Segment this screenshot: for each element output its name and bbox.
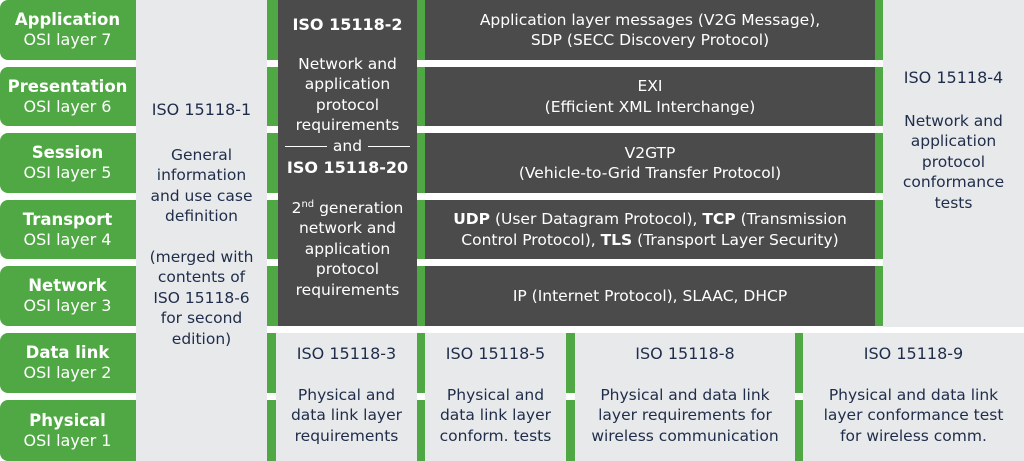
protocol-line: SDP (SECC Discovery Protocol) (530, 31, 770, 49)
note-line: (merged with (149, 247, 254, 266)
box-title: ISO 15118-8 (635, 344, 735, 363)
desc-line: Network and (904, 111, 1003, 130)
desc-line: layer conformance test (823, 406, 1004, 424)
iso-15118-8-box: ISO 15118-8 Physical and data link layer… (575, 333, 795, 461)
udp-desc: (User Datagram Protocol), (490, 210, 703, 228)
desc-line: information (156, 166, 247, 184)
desc-line: network and (298, 219, 397, 238)
layer-number: OSI layer 4 (23, 229, 112, 249)
layer-number: OSI layer 7 (23, 30, 112, 49)
desc-line: protocol (315, 260, 380, 279)
tcp-desc2: Control Protocol), (461, 230, 601, 249)
desc-line: data link layer (439, 406, 552, 424)
and-divider: and (278, 136, 417, 157)
layer-name: Session (31, 143, 104, 162)
note-line: edition) (171, 329, 232, 348)
layer-number: OSI layer 3 (23, 296, 112, 315)
desc-line: layer requirements for (598, 406, 772, 424)
desc-line: conformance (902, 173, 1005, 191)
desc-line: data link layer (290, 406, 403, 424)
box-title: ISO 15118-9 (863, 344, 964, 363)
layer-number: OSI layer 6 (23, 96, 112, 116)
network-protocols: IP (Internet Protocol), SLAAC, DHCP (425, 266, 875, 326)
layer-name: Application (14, 10, 121, 29)
and-text: and (332, 136, 363, 155)
layer-name: Presentation (7, 76, 128, 96)
protocol-line: UDP (User Datagram Protocol), TCP (Trans… (425, 209, 875, 230)
box-title: ISO 15118-3 (296, 344, 397, 363)
protocol-line: (Vehicle-to-Grid Transfer Protocol) (518, 164, 782, 182)
desc-line: tests (934, 193, 973, 212)
desc-line: requirements (295, 280, 400, 299)
desc-line: requirements (295, 116, 400, 134)
desc-line: application (304, 75, 391, 93)
tcp-desc: (Transmission (735, 210, 847, 228)
protocol-line: V2GTP (624, 143, 676, 162)
note-line: ISO 15118-6 (153, 288, 250, 307)
tls-desc: (Transport Layer Security) (632, 230, 839, 249)
iso-15118-9-box: ISO 15118-9 Physical and data link layer… (803, 333, 1024, 461)
iso-15118-4-title: ISO 15118-4 (903, 68, 1004, 87)
gen-rest: generation (314, 198, 404, 217)
desc-line: definition (165, 207, 238, 225)
iso-15118-2-title: ISO 15118-2 (292, 15, 403, 34)
iso-15118-5-box: ISO 15118-5 Physical and data link layer… (425, 333, 566, 461)
desc-line: 2nd generation (278, 195, 417, 219)
application-protocols: Application layer messages (V2G Message)… (425, 0, 875, 60)
tls: TLS (600, 230, 633, 249)
protocol-line: Control Protocol), TLS (Transport Layer … (425, 230, 875, 251)
presentation-protocols: EXI (Efficient XML Interchange) (425, 67, 875, 126)
layer-name: Transport (22, 209, 113, 229)
desc-line: protocol (921, 152, 986, 171)
protocol-line: EXI (637, 77, 663, 95)
iso-15118-4-box: ISO 15118-4 Network and application prot… (883, 0, 1024, 327)
gen-num: 2 (291, 198, 302, 217)
note-line: contents of (157, 268, 246, 286)
protocol-line: IP (Internet Protocol), SLAAC, DHCP (512, 286, 788, 305)
iso-15118-20-title: ISO 15118-20 (286, 158, 409, 177)
desc-line: application (910, 132, 997, 150)
iso-15118-2-box: ISO 15118-2 Network and application prot… (278, 0, 417, 326)
iso-15118-1-title: ISO 15118-1 (151, 100, 252, 119)
desc-line: wireless communication (591, 426, 779, 445)
iso-15118-3-box: ISO 15118-3 Physical and data link layer… (276, 333, 417, 461)
desc-line: for wireless comm. (840, 426, 987, 445)
protocol-line: (Efficient XML Interchange) (544, 97, 756, 116)
desc-line: Physical and (446, 385, 545, 404)
desc-line: Physical and (297, 385, 396, 404)
layer-name: Network (28, 276, 107, 295)
desc-line: Physical and data link (828, 385, 999, 404)
iso-15118-1-box: ISO 15118-1 General information and use … (136, 0, 267, 461)
layer-number: OSI layer 1 (23, 430, 112, 450)
tcp: TCP (702, 210, 736, 228)
desc-line: Network and (298, 54, 397, 73)
layer-number: OSI layer 5 (23, 163, 112, 182)
box-title: ISO 15118-5 (445, 344, 546, 363)
udp: UDP (453, 210, 491, 228)
gen-sup: nd (301, 198, 315, 210)
note-line: for second (160, 309, 243, 327)
desc-line: General (170, 145, 233, 164)
desc-line: application (304, 239, 391, 258)
layer-name: Data link (25, 343, 110, 362)
layer-name: Physical (29, 410, 106, 430)
desc-line: protocol (315, 95, 380, 114)
protocol-line: Application layer messages (V2G Message)… (479, 10, 821, 29)
desc-line: requirements (294, 426, 399, 445)
session-protocols: V2GTP (Vehicle-to-Grid Transfer Protocol… (425, 133, 875, 193)
layer-number: OSI layer 2 (23, 363, 112, 382)
desc-line: and use case (150, 186, 253, 205)
desc-line: Physical and data link (600, 385, 770, 404)
transport-protocols: UDP (User Datagram Protocol), TCP (Trans… (425, 200, 875, 259)
desc-line: conform. tests (439, 426, 552, 445)
